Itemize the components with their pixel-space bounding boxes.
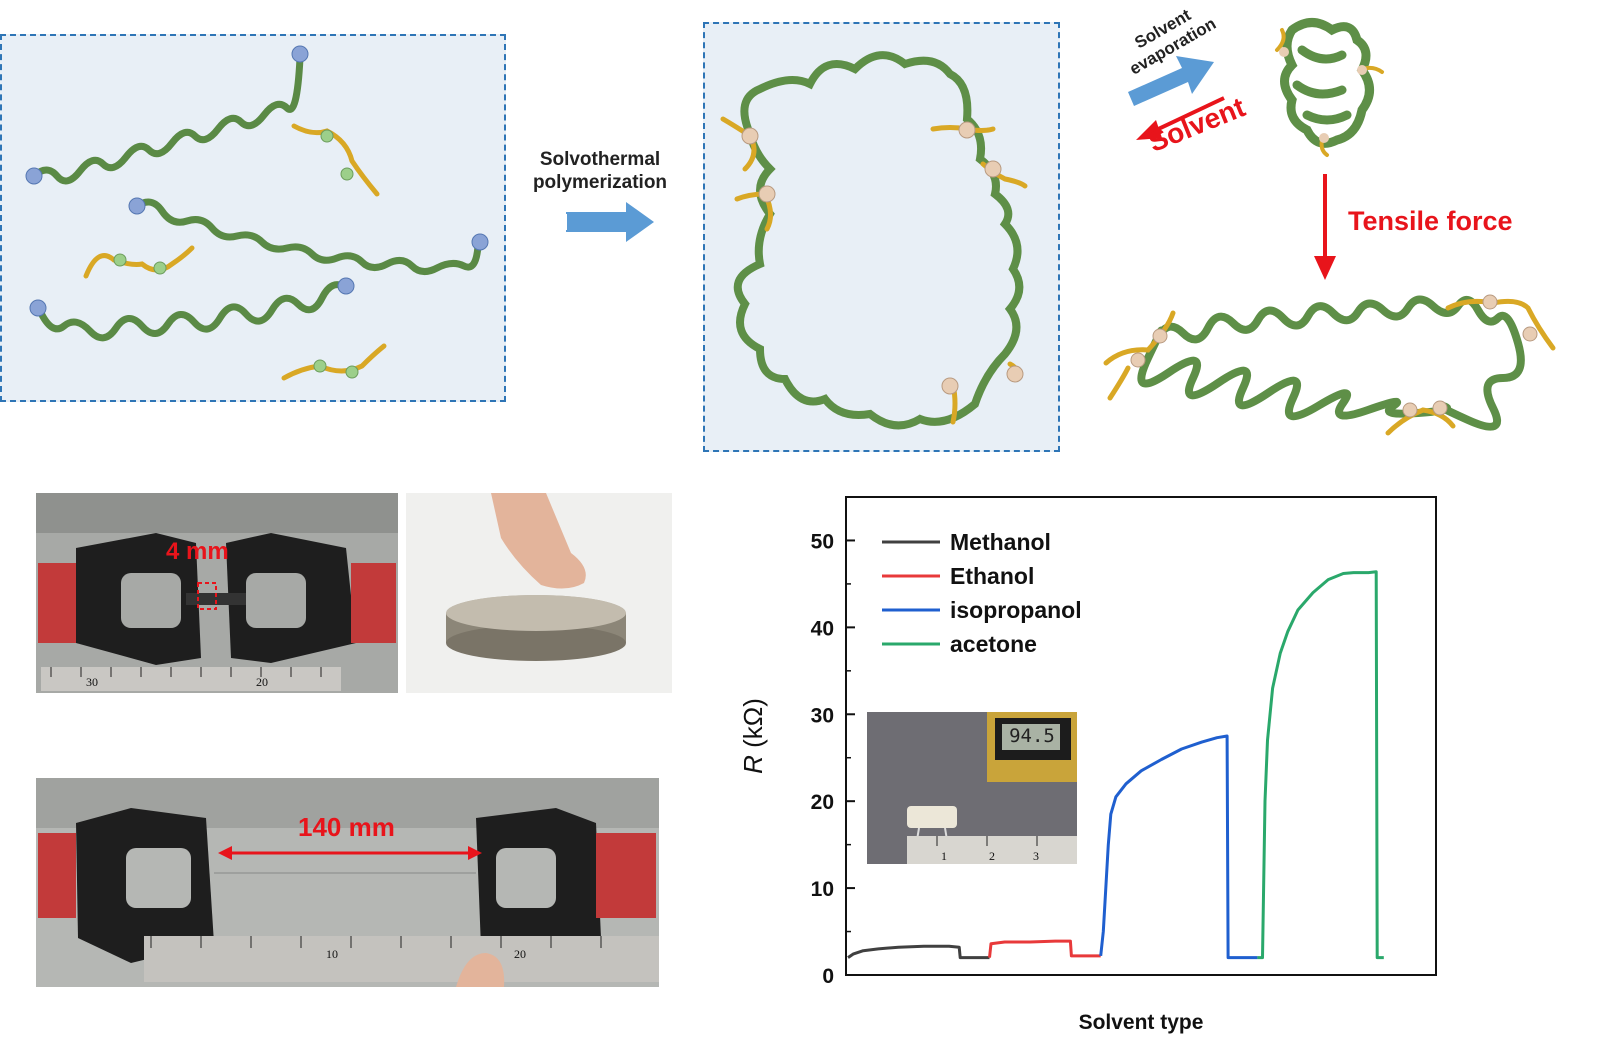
y-axis-ticks: 0 10 20 30 40 50	[811, 530, 855, 988]
process-arrow-icon	[565, 202, 654, 242]
tensile-force-label: Tensile force	[1348, 206, 1513, 236]
y-tick-label: 30	[811, 704, 834, 727]
solvothermal-line2: polymerization	[532, 172, 668, 193]
y-tick-label: 40	[811, 617, 834, 640]
series-line-acetone	[1257, 570, 1384, 960]
series-line-ethanol	[988, 939, 1101, 958]
tensile-arrow-icon	[1314, 174, 1336, 280]
gap-long-label: 140 mm	[298, 812, 395, 842]
series-lines	[847, 570, 1384, 960]
gap-short-label: 4 mm	[166, 538, 229, 565]
ruler-mark-20b: 20	[514, 947, 526, 961]
multimeter-inset-photo: 1 2 3 94.5	[867, 712, 1077, 864]
y-tick-label: 50	[811, 530, 834, 553]
clamp-photo-short-gap: 30 20 4 mm	[36, 493, 398, 693]
monomer-panel	[0, 34, 506, 402]
solvothermal-label: Solvothermal polymerization	[520, 148, 680, 194]
series-line-methanol	[847, 944, 990, 960]
solvent-arrow-icon	[1136, 96, 1225, 140]
finger-disc-illustration	[406, 493, 672, 693]
collapsed-polymer-illustration	[1275, 18, 1384, 157]
monomer-chains-illustration	[25, 45, 489, 381]
stretched-polymer-illustration	[1103, 294, 1556, 436]
evaporation-arrow-icon	[1128, 56, 1214, 106]
inset-ruler-1: 1	[941, 849, 947, 863]
legend-label-ethanol: Ethanol	[950, 563, 1034, 589]
clamp-photo-long-gap: 10 20 140 mm	[36, 778, 659, 987]
inset-ruler-2: 2	[989, 849, 995, 863]
finger-press-photo	[406, 493, 672, 693]
polymer-ring-illustration	[720, 51, 1028, 430]
legend-label-acetone: acetone	[950, 631, 1037, 657]
y-tick-label: 20	[811, 791, 834, 814]
y-tick-label: 0	[822, 965, 834, 988]
legend-label-isopropanol: isopropanol	[950, 597, 1082, 623]
y-axis-label: R (kΩ)	[738, 698, 768, 774]
legend-label-methanol: Methanol	[950, 529, 1051, 555]
series-line-isopropanol	[1099, 734, 1258, 960]
multimeter-display: 94.5	[1009, 725, 1055, 747]
x-axis-label: Solvent type	[1079, 1011, 1204, 1034]
solvothermal-line1: Solvothermal	[539, 149, 661, 170]
ruler-mark-30: 30	[86, 675, 98, 689]
y-tick-label: 10	[811, 878, 834, 901]
plot-frame	[845, 496, 1437, 976]
polymer-ring-panel	[703, 22, 1060, 452]
ruler-mark-20: 20	[256, 675, 268, 689]
ruler-mark-10: 10	[326, 947, 338, 961]
inset-ruler-3: 3	[1033, 849, 1039, 863]
